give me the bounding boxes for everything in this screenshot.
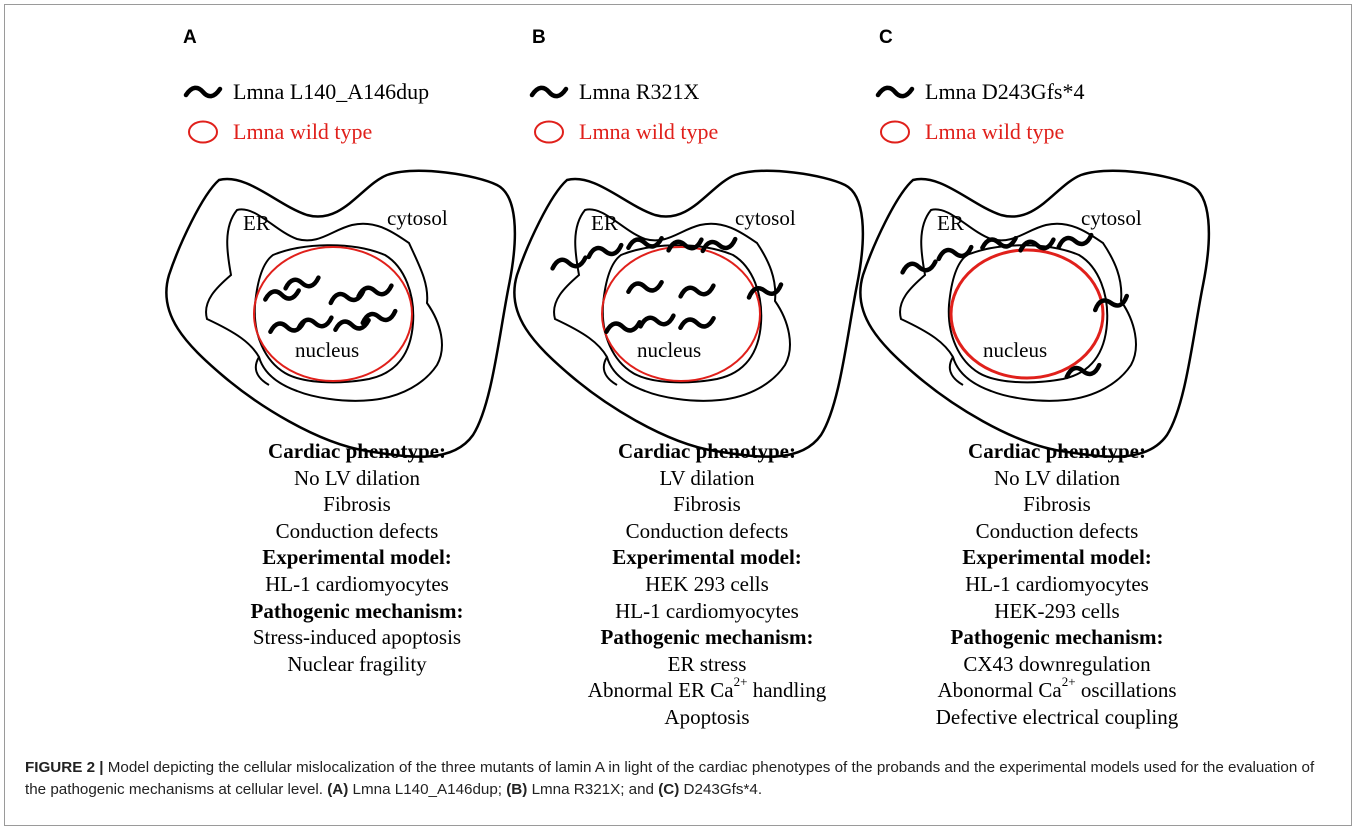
nucleus-label: nucleus xyxy=(983,338,1047,362)
wildtype-label-c: Lmna wild type xyxy=(925,119,1064,145)
er-label: ER xyxy=(937,211,964,235)
model-item: HEK-293 cells xyxy=(847,598,1267,625)
model-item: HL-1 cardiomyocytes xyxy=(847,571,1267,598)
mechanism-text: Abonormal Ca xyxy=(938,678,1062,702)
caption-text: Lmna R321X; and xyxy=(527,781,658,798)
caption-label: FIGURE 2 | xyxy=(25,759,104,776)
wildtype-label-a: Lmna wild type xyxy=(233,119,372,145)
er-membrane xyxy=(900,209,1136,400)
wildtype-circle-icon xyxy=(529,119,569,145)
legend-wildtype-c: Lmna wild type xyxy=(875,115,1064,149)
panel-c-text: Cardiac phenotype: No LV dilation Fibros… xyxy=(847,438,1267,731)
cell-membrane xyxy=(860,171,1209,457)
wildtype-label-b: Lmna wild type xyxy=(579,119,718,145)
figure-frame: A Lmna L140_A146dup Lmna wild type ER cy… xyxy=(4,4,1352,826)
superscript: 2+ xyxy=(734,674,748,689)
mechanism-item: Abonormal Ca2+ oscillations xyxy=(847,677,1267,704)
legend-mutant-b: Lmna R321X xyxy=(529,75,699,109)
figure-caption: FIGURE 2 | Model depicting the cellular … xyxy=(25,757,1335,801)
mutant-squiggle-icon xyxy=(875,79,915,105)
mechanism-text: oscillations xyxy=(1076,678,1177,702)
caption-ref-a: (A) xyxy=(327,781,348,798)
wildtype-circle-icon xyxy=(183,119,223,145)
panel-letter-a: A xyxy=(183,27,197,49)
phenotype-item: Conduction defects xyxy=(847,518,1267,545)
mechanism-heading: Pathogenic mechanism: xyxy=(847,624,1267,651)
wildtype-circle-icon xyxy=(875,119,915,145)
phenotype-item: Fibrosis xyxy=(847,491,1267,518)
mutant-label-c: Lmna D243Gfs*4 xyxy=(925,79,1084,105)
caption-text: Lmna L140_A146dup; xyxy=(348,781,506,798)
mechanism-text: Abnormal ER Ca xyxy=(588,678,734,702)
er-label: ER xyxy=(243,211,270,235)
nucleus-label: nucleus xyxy=(295,338,359,362)
caption-ref-b: (B) xyxy=(506,781,527,798)
er-membrane xyxy=(554,209,790,400)
caption-text: D243Gfs*4. xyxy=(679,781,762,798)
legend-wildtype-b: Lmna wild type xyxy=(529,115,718,149)
mutant-label-b: Lmna R321X xyxy=(579,79,699,105)
mechanism-item: CX43 downregulation xyxy=(847,651,1267,678)
phenotype-item: No LV dilation xyxy=(847,465,1267,492)
cell-membrane xyxy=(166,171,515,457)
phenotype-heading: Cardiac phenotype: xyxy=(847,438,1267,465)
mutant-label-a: Lmna L140_A146dup xyxy=(233,79,429,105)
cell-diagram-c: ER cytosol nucleus xyxy=(847,155,1267,455)
legend-mutant-a: Lmna L140_A146dup xyxy=(183,75,429,109)
mechanism-text: handling xyxy=(747,678,826,702)
model-heading: Experimental model: xyxy=(847,544,1267,571)
caption-ref-c: (C) xyxy=(658,781,679,798)
legend-mutant-c: Lmna D243Gfs*4 xyxy=(875,75,1084,109)
superscript: 2+ xyxy=(1062,674,1076,689)
mechanism-item: Defective electrical coupling xyxy=(847,704,1267,731)
nucleus-label: nucleus xyxy=(637,338,701,362)
panel-letter-b: B xyxy=(532,27,546,49)
er-membrane xyxy=(206,209,442,400)
mutant-squiggle-icon xyxy=(183,79,223,105)
panel-letter-c: C xyxy=(879,27,893,49)
mutant-squiggle-icon xyxy=(529,79,569,105)
cytosol-label: cytosol xyxy=(735,206,796,230)
panel-c: C Lmna D243Gfs*4 Lmna wild type ER cytos… xyxy=(847,5,1267,785)
legend-wildtype-a: Lmna wild type xyxy=(183,115,372,149)
er-label: ER xyxy=(591,211,618,235)
cytosol-label: cytosol xyxy=(1081,206,1142,230)
cytosol-label: cytosol xyxy=(387,206,448,230)
cell-membrane xyxy=(514,171,863,457)
